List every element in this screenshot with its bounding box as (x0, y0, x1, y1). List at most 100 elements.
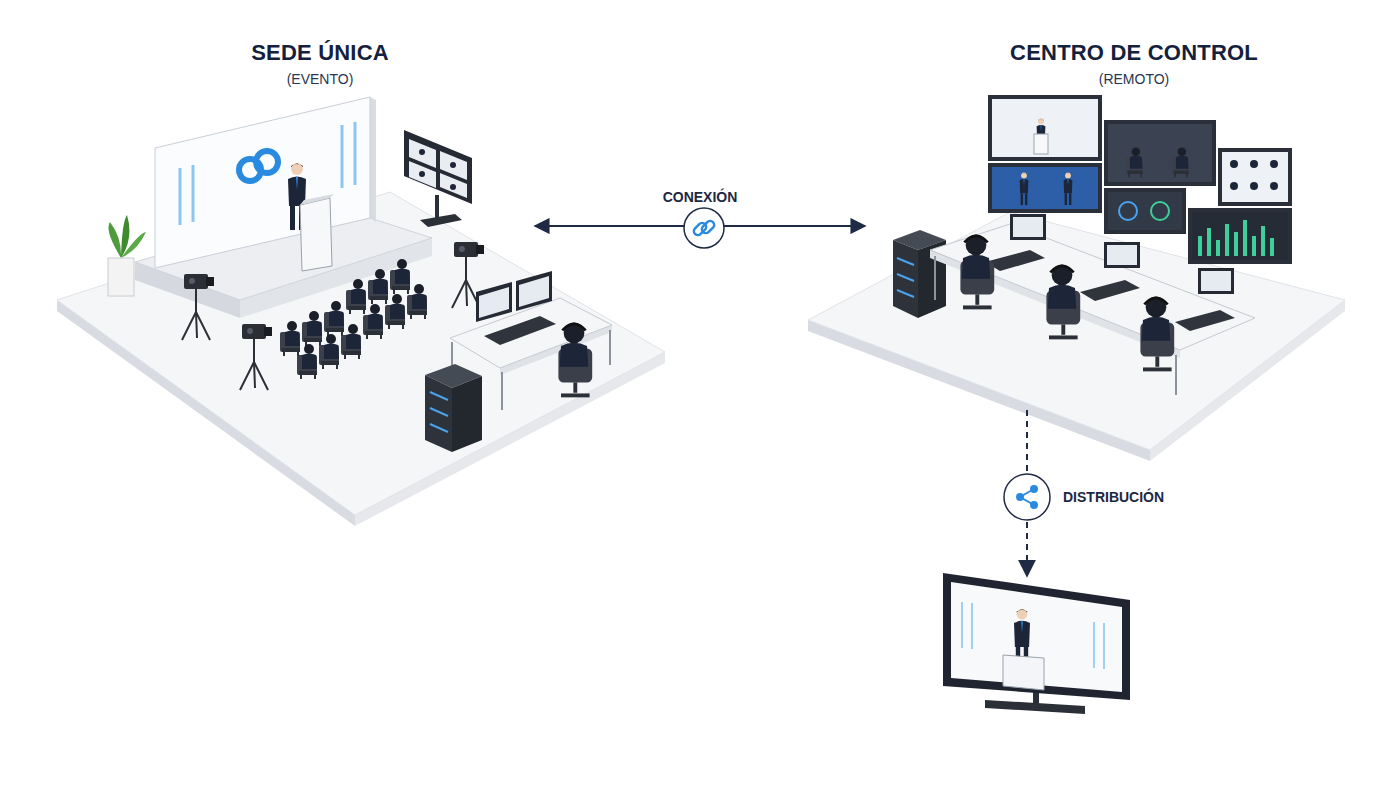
viewer-screen-part (943, 573, 1130, 700)
audience-part (407, 284, 427, 319)
production-desk-part (558, 323, 592, 396)
control-desk-part (930, 224, 1255, 350)
stage-monitor-part (450, 162, 456, 168)
server-rack-part (893, 240, 918, 318)
video-wall-part (1126, 148, 1143, 178)
video-wall-part (1252, 236, 1256, 256)
backdrop-screen-part (256, 151, 278, 173)
distribution-arrow-part (1004, 474, 1050, 520)
speaker-figure-part (300, 198, 332, 271)
video-wall-part (1218, 148, 1292, 206)
control-zone: CENTRO DE CONTROL(REMOTO) (865, 40, 1345, 458)
control-desk-part (1140, 297, 1174, 370)
video-wall-part (1230, 160, 1238, 168)
video-wall-part (1234, 232, 1238, 256)
control-desk-part (1201, 271, 1231, 291)
video-wall-part (1250, 160, 1258, 168)
production-desk-part (516, 271, 552, 311)
production-desk-part (609, 330, 611, 365)
video-wall-part (1243, 220, 1247, 256)
speaker-figure (288, 163, 334, 271)
server-rack (893, 230, 946, 318)
control-desk-part (1080, 280, 1140, 301)
server-rack-part (897, 274, 914, 281)
audience-part (390, 259, 410, 294)
production-desk-part (476, 282, 512, 322)
video-wall-part (1225, 224, 1229, 256)
distribution-arrow-part (1016, 493, 1024, 501)
edge-label: CONEXIÓN (663, 188, 738, 206)
stage-monitor (404, 130, 472, 227)
control-desk-part (934, 256, 936, 300)
stage-monitor-part (420, 214, 462, 227)
video-wall-part (1261, 226, 1265, 256)
tripod-cameras-part (240, 324, 272, 390)
server-rack-part (430, 424, 448, 432)
audience-part (341, 324, 361, 359)
zone-title: CENTRO DE CONTROL (984, 40, 1284, 66)
server-rack-part (897, 258, 914, 265)
video-wall-part (1104, 188, 1186, 234)
video-wall-part (1270, 182, 1278, 190)
distribution-label: DISTRIBUCIÓN (1063, 488, 1164, 506)
link-icon (684, 208, 724, 248)
backdrop-screen-part (155, 97, 370, 268)
production-desk-part (519, 276, 549, 307)
viewer-screen (943, 573, 1130, 714)
connection-arrow (535, 225, 865, 227)
video-wall-part (992, 99, 1098, 157)
viewer-screen-part (1093, 622, 1095, 668)
video-wall-part (1270, 238, 1274, 256)
zone-subtitle: (EVENTO) (170, 70, 470, 88)
audience (280, 259, 427, 379)
video-wall-part (1270, 160, 1278, 168)
video-wall-part (988, 95, 1102, 161)
video-wall-part (1020, 172, 1029, 205)
audience-part (363, 304, 383, 339)
audience-part (368, 269, 388, 304)
backdrop-screen-part (354, 122, 357, 185)
video-wall-part (1198, 236, 1202, 256)
viewer-screen-part (971, 603, 973, 649)
stage-monitor-part (419, 171, 425, 177)
audience-part (324, 301, 344, 336)
control-platform-part (808, 212, 1345, 450)
video-wall-part (1064, 172, 1073, 205)
viewer-screen-part (1003, 655, 1044, 690)
video-wall-part (1108, 124, 1212, 182)
venue-platform-part (57, 192, 665, 515)
audience-part (385, 294, 405, 329)
audience-part (319, 334, 339, 369)
server-rack-part (430, 408, 448, 416)
zone-title: SEDE ÚNICA (170, 40, 470, 66)
control-desk-part (1046, 265, 1080, 338)
backdrop-screen-part (341, 125, 344, 188)
server-rack-part (452, 376, 482, 452)
audience-part (280, 321, 300, 356)
video-wall-part (1104, 120, 1216, 186)
stage-monitor-part (404, 130, 472, 204)
distribution-arrow-part (1026, 410, 1028, 472)
backdrop-screen-part (179, 168, 182, 225)
video-wall-part (1188, 208, 1292, 264)
viewer-screen-part (985, 700, 1085, 714)
distribution-arrow-part (1030, 501, 1038, 509)
video-wall-part (1192, 212, 1288, 260)
video-wall-part (1151, 202, 1169, 220)
production-desk-part (484, 316, 556, 345)
control-desk-part (1013, 217, 1043, 237)
backdrop-screen-part (192, 165, 195, 222)
tripod-cameras (182, 242, 484, 390)
video-wall-part (1034, 134, 1048, 154)
plant-part (121, 232, 146, 258)
link-icon-part (684, 208, 724, 248)
control-desk-part (960, 235, 994, 308)
audience-part (346, 279, 366, 314)
server-rack (425, 364, 482, 452)
control-desk-part (1107, 245, 1137, 265)
control-desk-part (1175, 310, 1235, 331)
video-wall-part (1230, 182, 1238, 190)
audience-part (302, 311, 322, 346)
